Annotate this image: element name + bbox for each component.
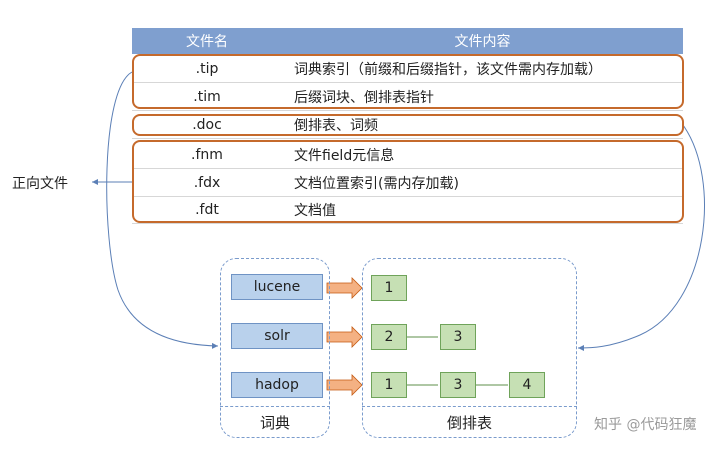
posting-doc: 3 <box>440 324 476 350</box>
header-content: 文件内容 <box>454 34 511 50</box>
table-row: .fnm 文件field元信息 <box>132 141 683 169</box>
file-table: 文件名 文件内容 <box>132 28 683 54</box>
table-header: 文件名 文件内容 <box>132 28 683 54</box>
file-description: 后缀词块、倒排表指针 <box>294 89 434 106</box>
posting-doc: 1 <box>371 275 407 301</box>
table-row: .tip 词典索引（前缀和后缀指针，该文件需内存加载） <box>132 55 683 83</box>
forward-file-label: 正向文件 <box>12 176 68 192</box>
term-arrow-3 <box>326 374 363 396</box>
postings-caption: 倒排表 <box>446 414 492 432</box>
postings-divider <box>362 406 577 407</box>
term-arrow-2 <box>326 326 363 348</box>
posting-doc: 4 <box>509 372 545 398</box>
posting-doc: 2 <box>371 324 407 350</box>
table-row: .fdx 文档位置索引(需内存加载) <box>132 169 683 197</box>
file-description: 词典索引（前缀和后缀指针，该文件需内存加载） <box>294 61 602 78</box>
file-description: 文档位置索引(需内存加载) <box>294 175 459 192</box>
header-filename: 文件名 <box>186 34 228 50</box>
dictionary-divider <box>220 406 330 407</box>
file-extension: .doc <box>192 117 222 133</box>
table-row: .fdt 文档值 <box>132 196 683 224</box>
file-extension: .fdt <box>195 201 219 218</box>
posting-doc: 3 <box>440 372 476 398</box>
file-extension: .tim <box>193 88 221 105</box>
file-description: 倒排表、词频 <box>294 118 378 134</box>
dictionary-box <box>220 258 330 438</box>
table-row: .tim 后缀词块、倒排表指针 <box>132 83 683 111</box>
tip-to-dictionary-connector <box>106 71 219 349</box>
file-extension: .fnm <box>191 146 223 163</box>
term-solr: solr <box>231 323 323 349</box>
file-extension: .tip <box>195 60 219 77</box>
doc-to-postings-connector <box>577 124 705 351</box>
term-lucene: lucene <box>231 274 323 300</box>
posting-doc: 1 <box>371 372 407 398</box>
postings-box <box>362 258 577 438</box>
file-description: 文档值 <box>294 202 336 219</box>
table-row: .doc 倒排表、词频 <box>132 112 683 139</box>
watermark: 知乎 @代码狂魔 <box>594 417 697 433</box>
file-extension: .fdx <box>193 174 221 191</box>
dictionary-caption: 词典 <box>259 414 290 432</box>
file-description: 文件field元信息 <box>294 147 395 164</box>
term-arrows <box>326 277 363 396</box>
term-arrow-1 <box>326 277 363 299</box>
term-hadop: hadop <box>231 372 323 398</box>
